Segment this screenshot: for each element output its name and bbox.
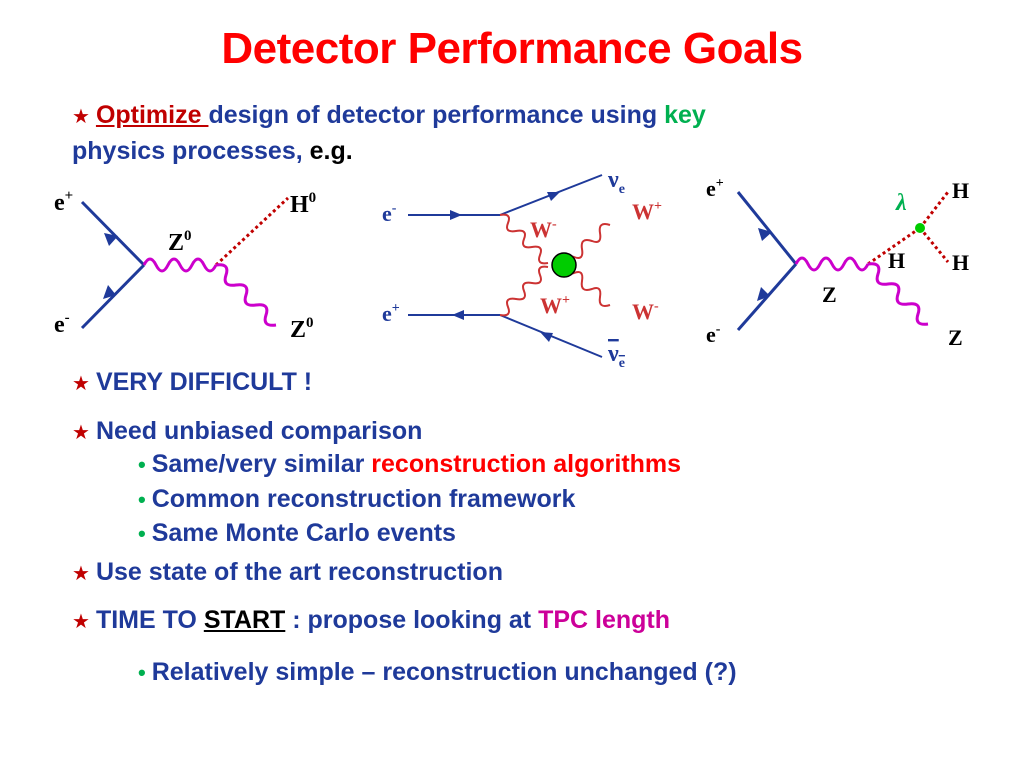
trilinear-vertex <box>915 223 925 233</box>
intro-line2-text: physics processes, <box>72 137 310 165</box>
bullet-very-difficult: ★VERY DIFFICULT ! <box>72 368 312 397</box>
star-bullet-icon: ★ <box>72 106 90 128</box>
intro-line-2: physics processes, e.g. <box>72 137 353 166</box>
bullet-start: START <box>203 606 286 634</box>
intro-key: key <box>664 101 706 129</box>
svg-text:e+: e+ <box>54 188 73 216</box>
quartic-vertex <box>551 252 577 278</box>
svg-text:e+: e+ <box>382 301 400 326</box>
star-bullet-icon: ★ <box>72 563 90 585</box>
bullet-text: Need unbiased comparison <box>95 417 423 445</box>
z-boson-out <box>215 263 277 327</box>
sub-bullet-text: Same/very similar <box>151 450 372 478</box>
feynman-diagram-zhh: e+ e- Z H λ H H Z <box>706 176 969 350</box>
svg-text:H: H <box>952 250 969 275</box>
z-boson-propagator <box>794 256 870 272</box>
svg-text:W-: W- <box>632 299 659 324</box>
bullet-tpc-length: TPC length <box>538 606 671 634</box>
intro-line-1: ★Optimize design of detector performance… <box>72 101 706 130</box>
higgs-line-bottom <box>918 227 950 263</box>
bullet-text: Use state of the art reconstruction <box>95 558 503 586</box>
star-bullet-icon: ★ <box>72 611 90 633</box>
svg-text:e-: e- <box>706 322 721 347</box>
feynman-diagram-ww-fusion: e- e+ νe νe W- W+ W+ W- <box>382 167 662 371</box>
svg-text:Z: Z <box>948 325 963 350</box>
sub-bullet-text: Same Monte Carlo events <box>151 519 456 547</box>
svg-text:e-: e- <box>54 310 70 338</box>
fermion-line-e-plus <box>736 191 798 265</box>
intro-optimize: Optimize <box>95 101 209 129</box>
higgs-line <box>214 196 290 267</box>
svg-text:νe: νe <box>607 341 625 371</box>
sub-bullet-text: Relatively simple – reconstruction uncha… <box>151 658 737 686</box>
higgs-line-top <box>918 191 950 229</box>
svg-text:H0: H0 <box>290 190 316 218</box>
w-minus-propagator <box>499 213 549 265</box>
arrow-icon <box>757 287 770 301</box>
arrow-icon <box>452 310 464 320</box>
svg-text:Z: Z <box>822 282 837 307</box>
svg-text:λ: λ <box>895 190 907 216</box>
svg-text:e+: e+ <box>706 176 724 201</box>
arrow-icon <box>104 233 118 246</box>
dot-bullet-icon: • <box>138 487 146 512</box>
dot-bullet-icon: • <box>138 660 146 685</box>
svg-text:W+: W+ <box>540 293 570 318</box>
sub-bullet-relatively-simple: •Relatively simple – reconstruction unch… <box>138 658 737 687</box>
sub-bullet-text: Common reconstruction framework <box>151 485 576 513</box>
z-boson-out <box>867 262 929 326</box>
svg-text:Z0: Z0 <box>168 228 192 256</box>
bullet-time-to-start: ★TIME TO START : propose looking at TPC … <box>72 606 670 635</box>
star-bullet-icon: ★ <box>72 422 90 444</box>
svg-text:W-: W- <box>530 217 557 242</box>
svg-text:W+: W+ <box>632 199 662 224</box>
fermion-line-e-minus <box>80 263 146 330</box>
w-plus-propagator <box>499 265 549 317</box>
z-boson-propagator <box>142 257 218 273</box>
intro-eg: e.g. <box>309 137 353 165</box>
bullet-text: TIME TO <box>95 606 204 634</box>
star-bullet-icon: ★ <box>72 373 90 395</box>
svg-text:Z0: Z0 <box>290 315 314 343</box>
sub-bullet-highlight: reconstruction algorithms <box>371 450 682 478</box>
bullet-text: : propose looking at <box>285 606 539 634</box>
sub-bullet-framework: •Common reconstruction framework <box>138 485 575 514</box>
svg-text:νe: νe <box>607 167 625 197</box>
feynman-diagram-zh: e+ e- Z0 H0 Z0 <box>54 188 316 343</box>
arrow-icon <box>547 192 560 201</box>
sub-bullet-algorithms: •Same/very similar reconstruction algori… <box>138 450 681 479</box>
arrow-icon <box>450 210 462 220</box>
svg-text:H: H <box>888 248 905 273</box>
dot-bullet-icon: • <box>138 452 146 477</box>
arrow-icon <box>540 332 553 342</box>
arrow-icon <box>758 228 772 241</box>
bullet-state-of-art: ★Use state of the art reconstruction <box>72 558 503 587</box>
intro-middle: design of detector performance using <box>208 101 665 129</box>
dot-bullet-icon: • <box>138 521 146 546</box>
higgs-line-mid <box>867 226 921 266</box>
svg-text:H: H <box>952 178 969 203</box>
page-title: Detector Performance Goals <box>221 24 803 73</box>
svg-text:e-: e- <box>382 201 397 226</box>
bullet-text: VERY DIFFICULT ! <box>95 368 313 396</box>
sub-bullet-monte-carlo: •Same Monte Carlo events <box>138 519 456 548</box>
arrow-icon <box>103 285 116 299</box>
bullet-unbiased-comparison: ★Need unbiased comparison <box>72 417 422 446</box>
fermion-line-e-plus <box>80 200 146 267</box>
